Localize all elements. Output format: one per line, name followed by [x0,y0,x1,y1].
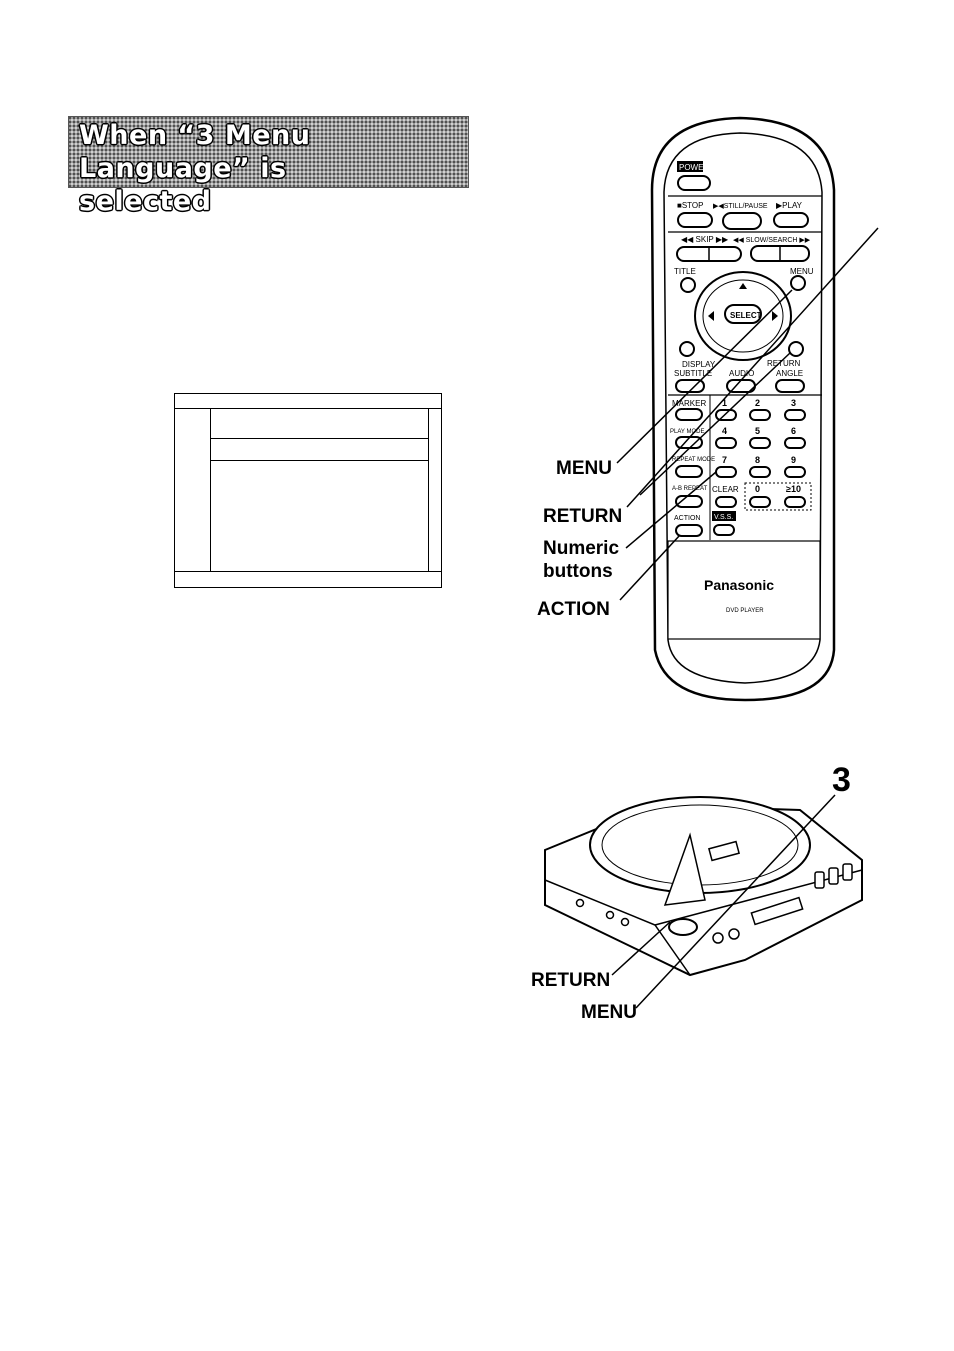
remote-num-0: 0 [755,484,760,494]
remote-num-1: 1 [722,398,727,408]
remote-num-5: 5 [755,426,760,436]
callout-menu: MENU [556,458,612,479]
remote-search-label: ◀◀ SLOW/SEARCH ▶▶ [733,237,811,244]
remote-num-2: 2 [755,398,760,408]
callout-numeric-line2: buttons [543,561,613,582]
menu-divider [210,460,429,461]
menu-divider [210,438,429,439]
remote-audio-label: AUDIO [729,369,754,378]
remote-angle-label: ANGLE [776,369,803,378]
remote-power-label: POWER [679,163,709,172]
remote-return-label: RETURN [767,359,801,368]
remote-num-4: 4 [722,426,727,436]
remote-num-3: 3 [791,398,796,408]
player-callout-return: RETURN [531,970,611,991]
heading-line-1: When “3 Menu Language” is [79,120,311,184]
remote-num-8: 8 [755,455,760,465]
remote-brand: Panasonic [704,577,774,593]
remote-stop-label: ■STOP [677,201,703,210]
remote-menu-label: MENU [790,267,814,276]
remote-num-7: 7 [722,455,727,465]
menu-divider [175,408,441,409]
remote-subtitle-label: SUBTITLE [674,369,712,378]
remote-repeat-label: REPEAT MODE [672,457,715,463]
remote-num-9: 9 [791,455,796,465]
remote-display-label: DISPLAY [682,360,716,369]
player-callout-menu: MENU [581,1002,637,1023]
callout-return: RETURN [543,506,623,527]
remote-marker-label: MARKER [672,399,706,408]
heading-line-2: selected [79,186,212,217]
callout-action: ACTION [537,599,610,620]
remote-playmode-label: PLAY MODE [670,429,704,435]
menu-divider [428,408,429,572]
remote-clear-label: CLEAR [712,485,739,494]
remote-num-6: 6 [791,426,796,436]
remote-ab-label: A-B REPEAT [672,486,708,492]
menu-screen-diagram [174,393,442,588]
remote-play-label: ▶PLAY [776,201,803,210]
remote-action-label: ACTION [674,515,700,522]
menu-divider [175,571,441,572]
remote-vss-label: V.S.S. [714,514,733,521]
remote-num-10: ≥10 [786,484,801,494]
remote-skip-label: ◀◀ SKIP ▶▶ [681,235,729,244]
callout-numeric-line1: Numeric [543,538,620,559]
step-number: 3 [832,761,851,799]
remote-select-label: SELECT [730,311,762,320]
section-heading-text: When “3 Menu Language” is selected [79,119,469,218]
remote-model: DVD PLAYER [726,608,764,614]
section-heading: When “3 Menu Language” is selected [68,116,469,217]
menu-divider [210,408,211,572]
remote-still-label: ▶◀STILL/PAUSE [713,203,768,210]
remote-title-label: TITLE [674,267,696,276]
